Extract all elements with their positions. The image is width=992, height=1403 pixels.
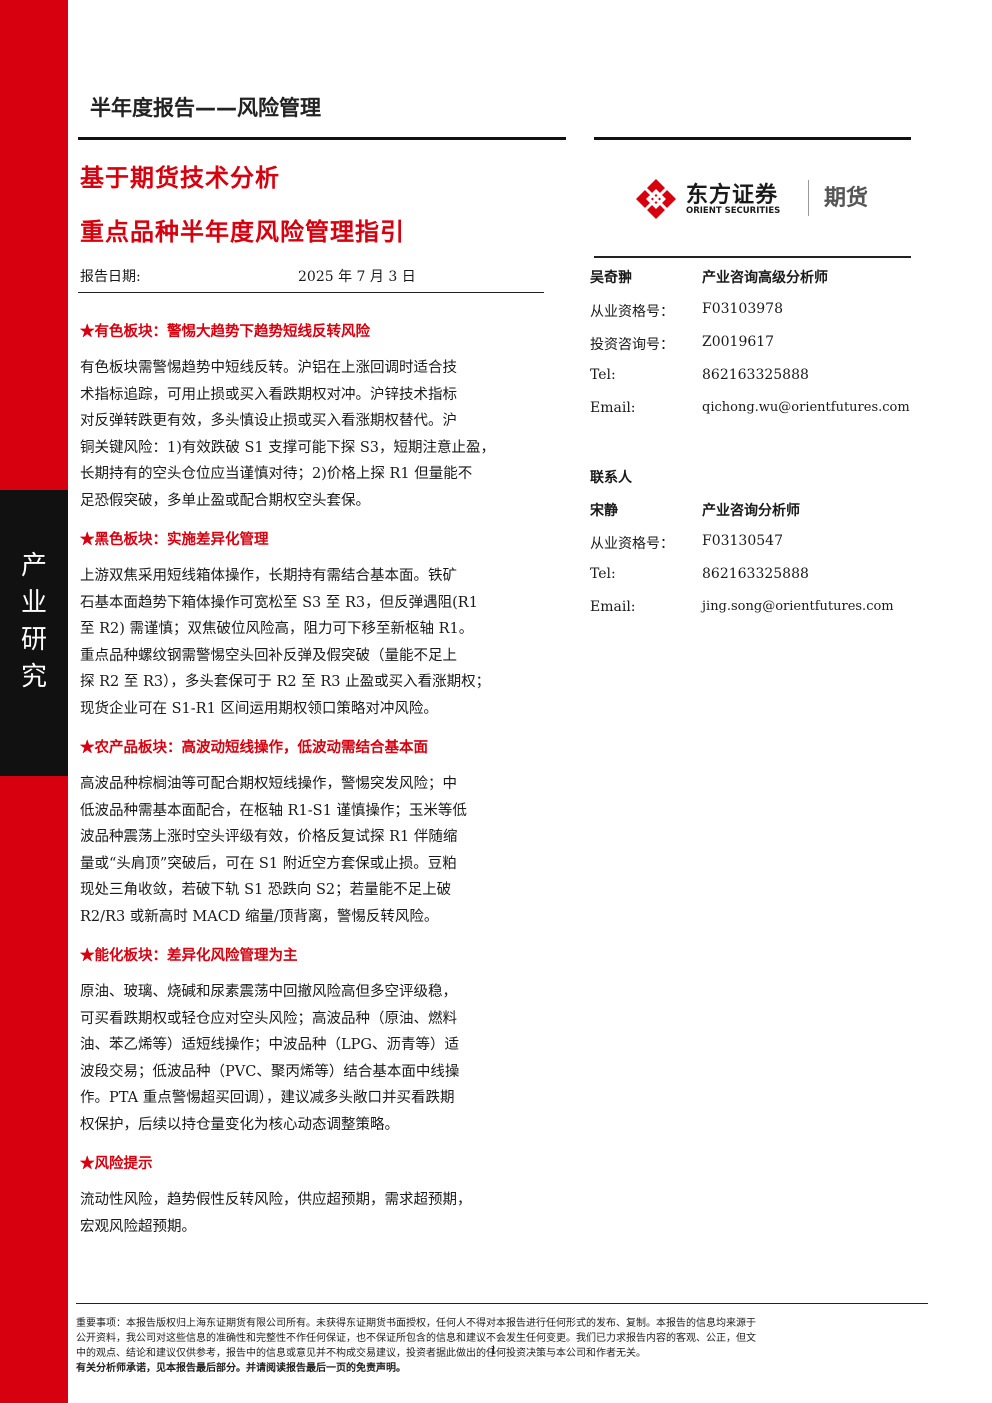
info-label: 投资咨询号： — [590, 337, 674, 353]
report-type-title: 半年度报告——风险管理 — [90, 96, 321, 120]
section-heading: ★风险提示 — [80, 1155, 153, 1172]
info-value: 862163325888 — [702, 566, 809, 582]
paragraph-line: 术指标追踪，可用止损或买入看跌期权对冲。沪锌技术指标 — [80, 386, 457, 403]
vertical-label-char: 研 — [20, 625, 47, 655]
paragraph-line: 有色板块需警惕趋势中短线反转。沪铝在上涨回调时适合技 — [80, 360, 457, 376]
paragraph-line: R2/R3 或新高时 MACD 缩量/顶背离，警惕反转风险。 — [80, 908, 439, 925]
paragraph-line: 长期持有的空头仓位应当谨慎对待；2)价格上探 R1 但量能不 — [80, 466, 473, 483]
paragraph-line: 流动性风险，趋势假性反转风险，供应超预期，需求超预期， — [80, 1192, 472, 1208]
paragraph-line: 波段交易；低波品种（PVC、聚丙烯等）结合基本面中线操 — [80, 1063, 460, 1080]
footer-line: 重要事项：本报告版权归上海东证期货有限公司所有。未获得东证期货书面授权，任何人不… — [76, 1318, 756, 1329]
info-label: 从业资格号： — [590, 304, 674, 320]
logo-chinese-name: 东方证券 — [686, 183, 779, 208]
info-label: 从业资格号： — [590, 536, 674, 552]
paragraph-line: 可买看跌期权或轻仓应对空头风险；高波品种（原油、燃料 — [80, 1010, 457, 1027]
paragraph-line: 石基本面趋势下箱体操作可宽松至 S3 至 R3，但反弹遇阻(R1 — [80, 594, 478, 611]
paragraph-line: 探 R2 至 R3），多头套保可于 R2 至 R3 止盈或买入看涨期权； — [80, 674, 491, 691]
contact-name: 宋静 — [590, 503, 618, 519]
section-paragraph: 有色板块需警惕趋势中短线反转。沪铝在上涨回调时适合技 术指标追踪，可用止损或买入… — [80, 355, 534, 515]
analyst-name: 吴奇翀 — [590, 270, 632, 286]
paragraph-line: 足恐假突破，多单止盈或配合期权空头套保。 — [80, 492, 370, 509]
vertical-section-label: 产 业 研 究 — [0, 548, 68, 696]
footer-line: 中的观点、结论和建议仅供参考，报告中的信息或意见并不构成交易建议，投资者据此做出… — [76, 1348, 646, 1359]
date-rule — [78, 292, 544, 293]
footer-rule — [76, 1303, 928, 1304]
header-rule-left — [78, 137, 566, 140]
paragraph-line: 高波品种棕榈油等可配合期权短线操作，警惕突发风险；中 — [80, 776, 457, 792]
paragraph-line: 现货企业可在 S1-R1 区间运用期权领口策略对冲风险。 — [80, 700, 438, 717]
paragraph-line: 量或“头肩顶”突破后，可在 S1 附近空方套保或止损。豆粕 — [80, 855, 457, 872]
logo-mark-icon — [636, 179, 676, 219]
paragraph-line: 原油、玻璃、烧碱和尿素震荡中回撤风险高但多空评级稳， — [80, 984, 457, 1000]
section-paragraph: 高波品种棕榈油等可配合期权短线操作，警惕突发风险；中 低波品种需基本面配合，在枢… — [80, 771, 534, 931]
paragraph-line: 现处三角收敛，若破下轨 S1 恐跌向 S2；若量能不足上破 — [80, 882, 452, 899]
contact-heading: 联系人 — [590, 470, 632, 486]
info-label: Email: — [590, 599, 636, 615]
vertical-label-char: 业 — [20, 588, 47, 618]
main-title-line1: 基于期货技术分析 — [80, 164, 280, 192]
logo-suffix: 期货 — [824, 186, 869, 211]
paragraph-line: 对反弹转跌更有效，多头慎设止损或买入看涨期权替代。沪 — [80, 413, 457, 430]
paragraph-line: 上游双焦采用短线箱体操作，长期持有需结合基本面。铁矿 — [80, 568, 457, 584]
analyst-title: 产业咨询高级分析师 — [702, 270, 828, 286]
footer-line-bold: 有关分析师承诺，见本报告最后部分。并请阅读报告最后一页的免责声明。 — [76, 1363, 406, 1374]
paragraph-line: 权保护，后续以持仓量变化为核心动态调整策略。 — [80, 1116, 399, 1133]
section-heading: ★黑色板块：实施差异化管理 — [80, 531, 269, 548]
section-paragraph: 上游双焦采用短线箱体操作，长期持有需结合基本面。铁矿 石基本面趋势下箱体操作可宽… — [80, 563, 534, 723]
section-label-box — [0, 490, 68, 776]
info-value: 862163325888 — [702, 367, 809, 383]
paragraph-line: 重点品种螺纹钢需警惕空头回补反弹及假突破（量能不足上 — [80, 647, 457, 664]
page-number: 1 — [490, 1344, 497, 1357]
paragraph-line: 宏观风险超预期。 — [80, 1218, 196, 1235]
vertical-label-char: 产 — [20, 551, 47, 581]
paragraph-line: 至 R2) 需谨慎；双焦破位风险高，阻力可下移至新枢轴 R1。 — [80, 621, 474, 638]
footer-line: 公开资料，我公司对这些信息的准确性和完整性不作任何保证，也不保证所包含的信息和建… — [76, 1333, 756, 1344]
header-rule-right — [594, 137, 911, 140]
section-heading: ★有色板块：警惕大趋势下趋势短线反转风险 — [80, 323, 370, 340]
analyst-email-link[interactable]: qichong.wu@orientfutures.com — [702, 400, 910, 415]
logo-english-name: ORIENT SECURITIES — [686, 206, 781, 216]
info-value: F03130547 — [702, 533, 783, 549]
report-date-label: 报告日期: — [80, 269, 141, 285]
contact-email-link[interactable]: jing.song@orientfutures.com — [702, 599, 894, 614]
info-value: Z0019617 — [702, 334, 775, 350]
info-label: Tel: — [590, 566, 616, 582]
info-label: Tel: — [590, 367, 616, 383]
info-value: F03103978 — [702, 301, 783, 317]
vertical-label-char: 究 — [20, 662, 47, 692]
report-date-value: 2025 年 7 月 3 日 — [298, 269, 416, 285]
section-paragraph: 原油、玻璃、烧碱和尿素震荡中回撤风险高但多空评级稳， 可买看跌期权或轻仓应对空头… — [80, 979, 534, 1139]
main-title-line2: 重点品种半年度风险管理指引 — [80, 218, 405, 246]
paragraph-line: 低波品种需基本面配合，在枢轴 R1-S1 谨慎操作；玉米等低 — [80, 802, 467, 819]
contact-title: 产业咨询分析师 — [702, 503, 800, 519]
paragraph-line: 铜关键风险：1)有效跌破 S1 支撑可能下探 S3，短期注意止盈， — [80, 439, 496, 456]
analyst-top-rule — [594, 256, 911, 258]
paragraph-line: 作。PTA 重点警惕超买回调），建议减多头敞口并买看跌期 — [80, 1090, 455, 1107]
info-label: Email: — [590, 400, 636, 416]
section-heading: ★农产品板块：高波动短线操作，低波动需结合基本面 — [80, 739, 428, 756]
logo-divider — [808, 180, 809, 216]
disclaimer-footer: 重要事项：本报告版权归上海东证期货有限公司所有。未获得东证期货书面授权，任何人不… — [76, 1316, 928, 1376]
paragraph-line: 波品种震荡上涨时空头评级有效，价格反复试探 R1 伴随缩 — [80, 829, 458, 846]
company-logo: 东方证券 ORIENT SECURITIES 期货 — [632, 176, 882, 222]
section-paragraph: 流动性风险，趋势假性反转风险，供应超预期，需求超预期， 宏观风险超预期。 — [80, 1187, 534, 1240]
paragraph-line: 油、苯乙烯等）适短线操作；中波品种（LPG、沥青等）适 — [80, 1037, 459, 1054]
section-heading: ★能化板块：差异化风险管理为主 — [80, 947, 298, 964]
